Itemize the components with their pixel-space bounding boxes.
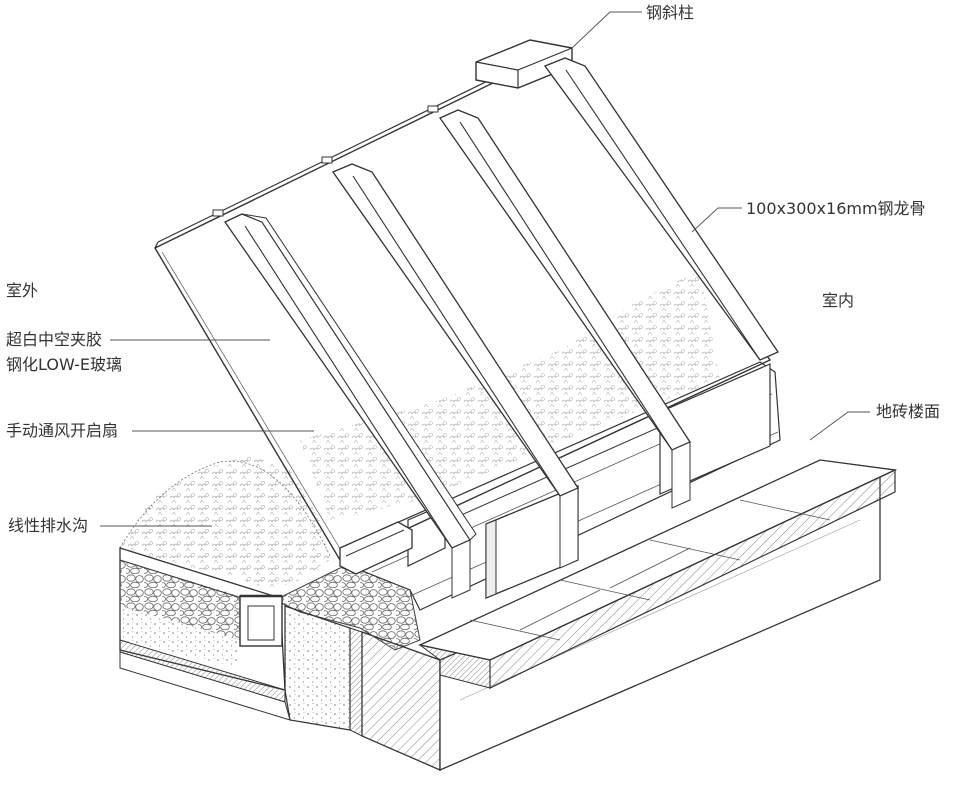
green-roof-planting [119, 455, 331, 590]
label-vent-sash: 手动通风开启扇 [6, 421, 119, 440]
linear-drain [239, 594, 283, 647]
floor-tile [417, 459, 898, 689]
label-steel-keel: 100x300x16mm钢龙骨 [746, 199, 926, 218]
vent-sash [339, 521, 413, 575]
label-outdoor: 室外 [6, 281, 39, 300]
label-indoor: 室内 [822, 291, 855, 310]
leader-lines [100, 11, 870, 527]
label-glass-line2: 钢化LOW-E玻璃 [6, 355, 122, 374]
label-glass-line1: 超白中空夹胶 [6, 330, 103, 349]
steel-keel-ribs [224, 57, 779, 599]
label-drain: 线性排水沟 [8, 516, 89, 535]
outdoor-wall-section [119, 547, 291, 721]
glass-pane [154, 53, 772, 561]
label-steel-column: 钢斜柱 [646, 3, 695, 22]
label-floor-tile: 地砖楼面 [876, 402, 941, 421]
